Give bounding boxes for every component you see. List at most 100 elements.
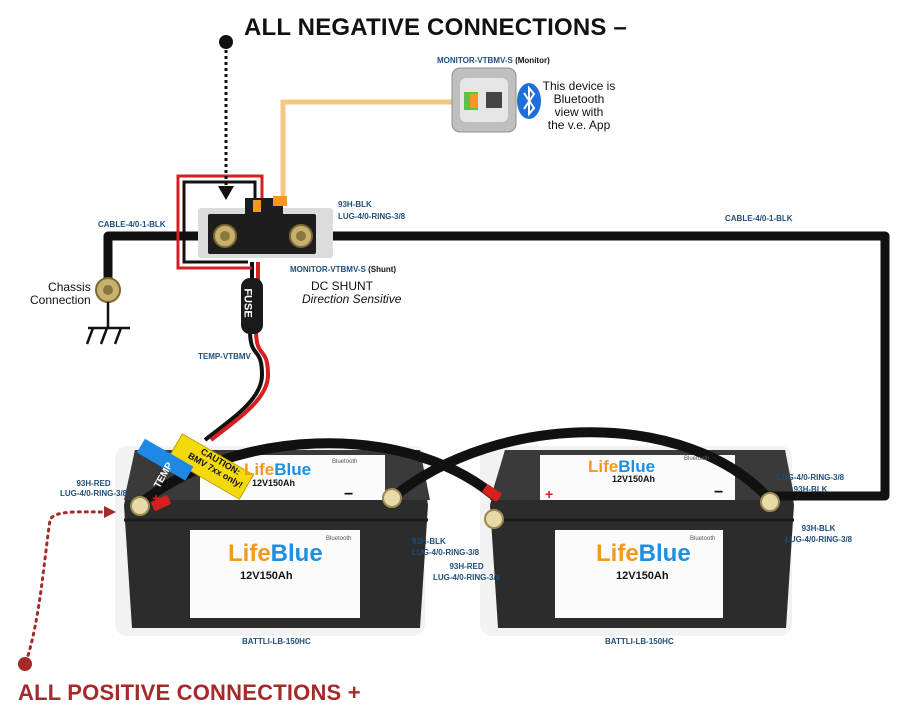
right-neg-tag-bottom: 93H-BLK LUG-4/0-RING-3/8	[785, 523, 852, 545]
positive-indicator-line	[24, 510, 108, 664]
left-minus-sign: −	[344, 486, 354, 503]
right-neg-tag-top-line-1: LUG-4/0-RING-3/8	[777, 473, 845, 482]
shunt-body	[208, 214, 316, 254]
right-pos-heatshrink	[482, 484, 502, 502]
left-pos-tag: 93H-RED LUG-4/0-RING-3/8	[60, 479, 127, 499]
chassis-nut	[103, 285, 113, 295]
negative-heading: ALL NEGATIVE CONNECTIONS –	[244, 14, 628, 41]
monitor-device	[451, 67, 517, 133]
shunt-note: Direction Sensitive	[302, 292, 402, 306]
chassis-label-line-2: Connection	[30, 293, 91, 307]
left-battery-pos-terminal	[130, 496, 150, 516]
right-top-model: 12V150Ah	[612, 474, 656, 484]
left-pos-heatshrink	[151, 495, 171, 511]
bluetooth-note-line-2: Bluetooth	[553, 92, 605, 106]
battery-right-top-label	[540, 455, 735, 500]
left-top-brand-prefix: Life	[244, 460, 275, 479]
right-neg-tag-bottom-line-2: LUG-4/0-RING-3/8	[785, 535, 853, 544]
right-pos-tag-line-1: 93H-RED	[449, 562, 484, 571]
left-battery-part: BATTLI-LB-150HC	[242, 637, 311, 646]
left-front-brand-suffix: Blue	[270, 540, 323, 567]
bluetooth-note-line-4: the v.e. App	[547, 118, 611, 132]
left-neg-tag: 93H-BLK LUG-4/0-RING-3/8	[412, 536, 479, 558]
shunt-title-suffix: (Shunt)	[368, 265, 397, 274]
monitor-face	[460, 78, 508, 122]
shunt-black-harness	[182, 180, 257, 264]
bluetooth-rune	[523, 85, 536, 117]
left-front-bt-badge: Bluetooth	[326, 536, 352, 542]
caution-sticker	[136, 433, 255, 500]
right-front-brand-prefix: Life	[596, 540, 639, 567]
shunt-monitor-plug	[273, 196, 287, 206]
left-plus-sign: +	[152, 490, 161, 506]
bluetooth-logo	[517, 83, 541, 119]
temp-background	[136, 438, 194, 481]
shunt-name: DC SHUNT	[311, 279, 373, 293]
negative-jumper-cable	[387, 427, 775, 505]
left-top-bt-badge: Bluetooth	[332, 459, 358, 465]
left-neg-tag-line-2: LUG-4/0-RING-3/8	[412, 548, 480, 557]
monitor-port	[486, 92, 502, 108]
shunt-orange-plug	[253, 200, 261, 212]
left-battery-neg-terminal	[382, 488, 402, 508]
left-cable-label: CABLE-4/0-1-BLK	[98, 220, 166, 229]
shunt-lug-tag-line-2: LUG-4/0-RING-3/8	[338, 212, 406, 221]
right-minus-sign: −	[714, 484, 724, 501]
ground-leg-2	[99, 327, 109, 345]
bluetooth-note: This device is Bluetooth view with the v…	[539, 80, 619, 132]
right-top-bt-badge: Bluetooth	[684, 456, 710, 462]
negative-indicator-dot	[219, 35, 233, 49]
positive-indicator-dot	[18, 657, 32, 671]
battery-right	[480, 446, 795, 636]
right-battery-part: BATTLI-LB-150HC	[605, 637, 674, 646]
left-neg-tag-line-1: 93H-BLK	[412, 537, 446, 546]
positive-heading: ALL POSITIVE CONNECTIONS +	[18, 680, 361, 705]
right-pos-tag-line-2: LUG-4/0-RING-3/8	[433, 573, 501, 582]
bluetooth-note-line-3: view with	[554, 105, 604, 119]
monitor-title-part: MONITOR-VTBMV-S	[437, 56, 513, 65]
right-neg-tag-top: LUG-4/0-RING-3/8 93H-BLK	[777, 472, 844, 496]
shunt-left-nut	[220, 231, 230, 241]
right-battery-neg-terminal	[760, 492, 780, 512]
right-top-brand-prefix: Life	[588, 457, 619, 476]
left-top-brand-suffix: Blue	[274, 460, 312, 479]
shunt-assembly	[198, 196, 333, 258]
right-neg-tag-top-line-2: 93H-BLK	[793, 485, 828, 494]
right-cable-label: CABLE-4/0-1-BLK	[725, 214, 793, 223]
chassis-ground	[85, 277, 130, 345]
right-top-brand-suffix: Blue	[618, 457, 656, 476]
shunt-red-harness	[176, 174, 264, 270]
caution-background	[167, 433, 255, 500]
temp-cable-label: TEMP-VTBMV	[198, 352, 251, 361]
right-neg-tag-bottom-line-1: 93H-BLK	[801, 524, 836, 533]
fuse-holder	[241, 278, 263, 334]
temp-cable-black	[203, 329, 265, 442]
shunt-lug-tag: 93H-BLK LUG-4/0-RING-3/8	[338, 199, 405, 223]
terminals	[130, 488, 780, 529]
monitor-title-suffix: (Monitor)	[515, 56, 550, 65]
right-front-brand: LifeBlue	[596, 540, 691, 568]
left-front-brand: LifeBlue	[228, 540, 323, 568]
shunt-lug-tag-line-1: 93H-BLK	[338, 200, 372, 209]
right-battery-pos-terminal	[484, 509, 504, 529]
battery-right-front-label	[555, 530, 723, 618]
temp-cable-red	[209, 329, 271, 442]
bluetooth-note-line-1: This device is	[542, 79, 616, 93]
shunt-title-part: MONITOR-VTBMV-S	[290, 265, 366, 274]
left-top-model: 12V150Ah	[252, 478, 296, 488]
battery-left-front-label	[190, 530, 360, 618]
right-plus-sign: +	[545, 486, 554, 502]
negative-cable-chassis	[103, 231, 225, 285]
negative-indicator-arrowhead	[218, 186, 234, 200]
left-pos-tag-line-1: 93H-RED	[76, 479, 111, 488]
monitor-title: MONITOR-VTBMV-S (Monitor)	[437, 56, 550, 65]
right-front-brand-suffix: Blue	[638, 540, 691, 567]
fuse-label: FUSE	[241, 288, 254, 318]
ground-leg-3	[113, 327, 123, 345]
positive-indicator-arrowhead	[104, 506, 116, 518]
shunt-right-nut	[296, 231, 306, 241]
ground-leg-1	[85, 327, 95, 345]
monitor-orange-connector	[470, 94, 478, 108]
